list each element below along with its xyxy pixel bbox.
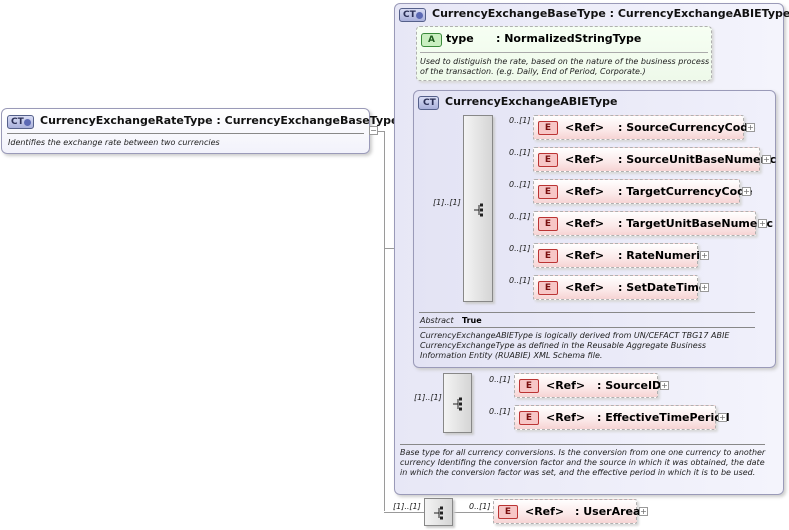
element-name: : TargetUnitBaseNumeric [618, 217, 774, 230]
element-occurrence: 0..[1] [509, 180, 531, 189]
element-occurrence: 0..[1] [469, 502, 491, 511]
attribute-type: : NormalizedStringType [496, 32, 642, 45]
attribute-description: Used to distiguish the rate, based on th… [420, 57, 710, 76]
element-name: : TargetCurrencyCode [618, 185, 753, 198]
collapse-button[interactable]: − [369, 126, 378, 135]
complex-type-icon: CT [7, 115, 34, 129]
element-icon: E [519, 379, 539, 393]
sequence-icon [434, 506, 443, 520]
element-name: : UserArea [575, 505, 641, 518]
element-ref: <Ref> [546, 379, 586, 392]
sequence-occurrence: [1]..[1] [414, 393, 442, 402]
element-name: : SourceID [597, 379, 662, 392]
base-sequence-compositor[interactable] [443, 373, 472, 433]
root-type-description: Identifies the exchange rate between two… [8, 138, 220, 147]
element-icon: E [538, 121, 558, 135]
element-ref: <Ref> [565, 249, 605, 262]
element-ref: <Ref> [565, 217, 605, 230]
base-type-description: Base type for all currency conversions. … [400, 448, 766, 477]
element-ref: <Ref> [565, 121, 605, 134]
element-occurrence: 0..[1] [509, 244, 531, 253]
sequence-icon [453, 397, 462, 411]
element-target-currency-code[interactable]: E <Ref> : TargetCurrencyCode [533, 179, 752, 204]
element-ref: <Ref> [565, 185, 605, 198]
element-occurrence: 0..[1] [509, 148, 531, 157]
sequence-icon [474, 203, 483, 217]
expand-button[interactable]: + [746, 123, 755, 132]
abie-type-description: CurrencyExchangeABIEType is logically de… [420, 331, 730, 360]
attribute-name: type [446, 32, 474, 45]
element-ref: <Ref> [565, 153, 605, 166]
connector [453, 512, 493, 513]
element-occurrence: 0..[1] [509, 212, 531, 221]
element-ref: <Ref> [525, 505, 565, 518]
element-source-id[interactable]: E <Ref> : SourceID [514, 373, 662, 398]
divider [419, 312, 755, 313]
element-icon: E [538, 249, 558, 263]
element-source-unit-base-numeric[interactable]: E <Ref> : SourceUnitBaseNumeric [533, 147, 776, 172]
attribute-icon: A [421, 33, 442, 47]
abstract-label: Abstract [420, 316, 454, 325]
element-set-date-time[interactable]: E <Ref> : SetDateTime [533, 275, 706, 300]
connector [384, 131, 385, 511]
element-occurrence: 0..[1] [489, 375, 511, 384]
element-occurrence: 0..[1] [509, 276, 531, 285]
root-complex-type-box[interactable]: CT CurrencyExchangeRateType : CurrencyEx… [1, 108, 398, 154]
expand-button[interactable]: + [718, 413, 727, 422]
root-sequence-compositor[interactable] [424, 498, 453, 526]
element-icon: E [498, 505, 518, 519]
expand-button[interactable]: + [700, 251, 709, 260]
element-name: : SetDateTime [618, 281, 707, 294]
expand-button[interactable]: + [762, 155, 771, 164]
divider [420, 52, 708, 53]
element-occurrence: 0..[1] [489, 407, 511, 416]
element-target-unit-base-numeric[interactable]: E <Ref> : TargetUnitBaseNumeric [533, 211, 773, 236]
element-rate-numeric[interactable]: E <Ref> : RateNumeric [533, 243, 707, 268]
element-icon: E [538, 281, 558, 295]
element-user-area[interactable]: E <Ref> : UserArea [493, 499, 641, 524]
complex-type-icon: CT [418, 96, 439, 110]
abstract-value: True [462, 316, 482, 325]
base-type-title: CurrencyExchangeBaseType : CurrencyExcha… [432, 7, 789, 20]
expand-button[interactable]: + [758, 219, 767, 228]
expand-button[interactable]: + [742, 187, 751, 196]
divider [7, 133, 364, 134]
element-icon: E [538, 185, 558, 199]
divider [400, 444, 765, 445]
complex-type-icon: CT [399, 8, 426, 22]
connector [384, 248, 394, 249]
element-ref: <Ref> [565, 281, 605, 294]
expand-button[interactable]: + [639, 507, 648, 516]
divider [419, 327, 755, 328]
element-name: : RateNumeric [618, 249, 707, 262]
element-icon: E [538, 217, 558, 231]
abie-type-title: CurrencyExchangeABIEType [445, 95, 618, 108]
element-icon: E [519, 411, 539, 425]
attribute-box[interactable]: A type : NormalizedStringType Used to di… [416, 26, 712, 81]
abie-sequence-compositor[interactable] [463, 115, 493, 302]
sequence-occurrence: [1]..[1] [393, 502, 421, 511]
element-source-currency-code[interactable]: E <Ref> : SourceCurrencyCode [533, 115, 756, 140]
element-name: : SourceCurrencyCode [618, 121, 756, 134]
element-occurrence: 0..[1] [509, 116, 531, 125]
root-type-title: CurrencyExchangeRateType : CurrencyExcha… [40, 114, 399, 127]
expand-button[interactable]: + [700, 283, 709, 292]
element-effective-time-period[interactable]: E <Ref> : EffectiveTimePeriod [514, 405, 730, 430]
expand-button[interactable]: + [660, 381, 669, 390]
connector [384, 512, 424, 513]
sequence-occurrence: [1]..[1] [433, 198, 461, 207]
element-name: : EffectiveTimePeriod [597, 411, 730, 424]
element-icon: E [538, 153, 558, 167]
element-ref: <Ref> [546, 411, 586, 424]
element-name: : SourceUnitBaseNumeric [618, 153, 777, 166]
